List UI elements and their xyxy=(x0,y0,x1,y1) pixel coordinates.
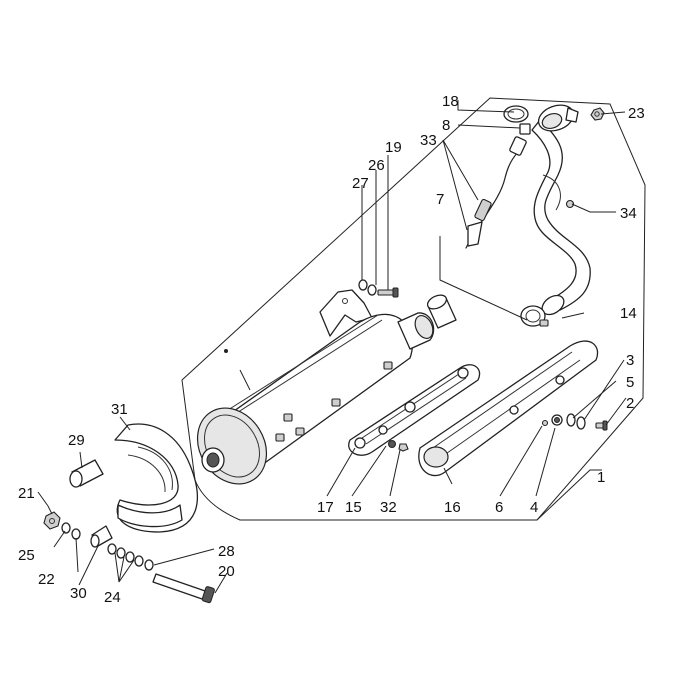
label-part-26: 26 xyxy=(368,157,385,174)
label-part-21: 21 xyxy=(18,485,35,502)
label-part-16: 16 xyxy=(444,499,461,516)
clamp-part-14 xyxy=(520,305,549,327)
label-part-22: 22 xyxy=(38,571,55,588)
label-part-8: 8 xyxy=(442,117,450,134)
heat-shield xyxy=(418,340,599,477)
label-part-19: 19 xyxy=(385,139,402,156)
support-bracket xyxy=(114,423,198,533)
label-part-31: 31 xyxy=(111,401,128,418)
label-part-4: 4 xyxy=(530,499,538,516)
spacer-part-29 xyxy=(69,459,104,488)
label-part-28: 28 xyxy=(218,543,235,560)
label-part-29: 29 xyxy=(68,432,85,449)
silencer-body xyxy=(196,289,435,485)
label-part-15: 15 xyxy=(345,499,362,516)
label-part-6: 6 xyxy=(495,499,503,516)
label-part-27: 27 xyxy=(352,175,369,192)
sleeve-part-7 xyxy=(426,294,457,329)
label-part-30: 30 xyxy=(70,585,87,602)
screw-part-19 xyxy=(358,279,399,298)
label-part-1: 1 xyxy=(597,469,605,486)
assembly-outline xyxy=(181,97,646,521)
label-part-5: 5 xyxy=(626,374,634,391)
label-part-32: 32 xyxy=(380,499,397,516)
label-part-33: 33 xyxy=(420,132,437,149)
label-part-14: 14 xyxy=(620,305,637,322)
shield-hardware xyxy=(388,413,608,452)
gasket-ring xyxy=(503,105,529,123)
label-part-24: 24 xyxy=(104,589,121,606)
nut-part-23 xyxy=(590,107,605,121)
part-labels: 1 2 3 4 5 6 7 8 14 15 16 17 18 19 20 21 … xyxy=(18,93,645,606)
label-part-7: 7 xyxy=(436,191,444,208)
label-part-20: 20 xyxy=(218,563,235,580)
label-part-2: 2 xyxy=(626,395,634,412)
label-part-17: 17 xyxy=(317,499,334,516)
mount-hardware xyxy=(43,511,215,604)
exhaust-manifold xyxy=(531,104,591,316)
label-part-18: 18 xyxy=(442,93,459,110)
label-part-23: 23 xyxy=(628,105,645,122)
shield-bracket xyxy=(348,364,481,456)
callout-lines xyxy=(37,100,627,594)
label-part-3: 3 xyxy=(626,352,634,369)
label-part-34: 34 xyxy=(620,205,637,222)
label-part-25: 25 xyxy=(18,547,35,564)
lambda-sensor xyxy=(465,123,531,249)
